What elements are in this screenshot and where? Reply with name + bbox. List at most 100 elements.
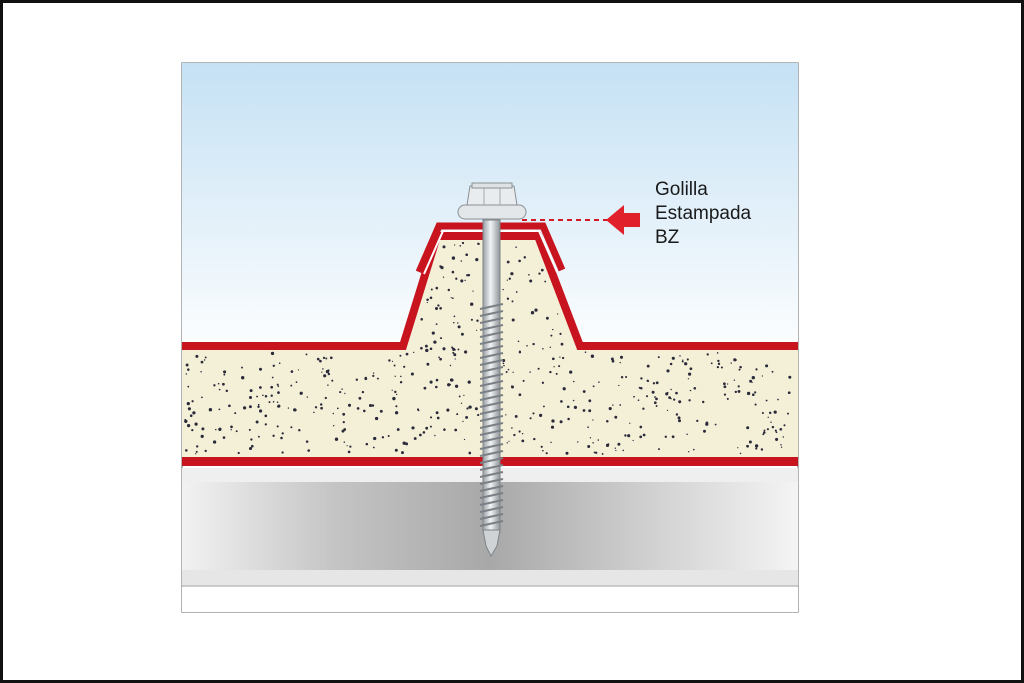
foam-speckle <box>752 393 755 397</box>
foam-speckle <box>619 361 621 364</box>
foam-speckle <box>393 364 396 367</box>
foam-speckle <box>455 277 458 280</box>
foam-speckle <box>396 428 400 431</box>
foam-speckle <box>787 412 789 415</box>
foam-speckle <box>454 358 456 360</box>
foam-speckle <box>505 414 507 416</box>
foam-speckle <box>762 433 765 436</box>
foam-speckle <box>358 396 362 400</box>
foam-speckle <box>755 368 758 371</box>
foam-speckle <box>512 371 514 373</box>
foam-speckle <box>518 393 522 397</box>
foam-speckle <box>394 375 396 377</box>
foam-speckle <box>325 357 328 360</box>
foam-speckle <box>452 297 454 300</box>
foam-speckle <box>511 318 515 322</box>
foam-speckle <box>368 403 373 408</box>
foam-speckle <box>652 382 656 385</box>
foam-speckle <box>454 244 456 246</box>
foam-speckle <box>442 347 446 351</box>
foam-speckle <box>739 365 742 369</box>
foam-speckle <box>780 444 782 446</box>
foam-speckle <box>399 380 403 384</box>
foam-speckle <box>561 356 565 360</box>
screw-thread <box>479 345 504 352</box>
foam-speckle <box>192 411 196 415</box>
foam-speckle <box>678 400 682 404</box>
foam-speckle <box>242 406 247 410</box>
foam-speckle <box>259 367 262 371</box>
foam-speckle <box>230 425 233 429</box>
foam-speckle <box>391 360 394 362</box>
foam-speckle <box>212 440 217 444</box>
foam-speckle <box>225 389 229 393</box>
foam-speckle <box>268 401 271 404</box>
foam-speckle <box>540 445 543 448</box>
screw-thread <box>479 366 504 373</box>
foam-speckle <box>331 379 334 382</box>
foam-speckle <box>693 448 695 451</box>
screw-thread <box>479 520 504 527</box>
foam-speckle <box>737 385 740 388</box>
foam-speckle <box>515 291 518 293</box>
foam-speckle <box>751 376 755 380</box>
foam-speckle <box>259 386 262 389</box>
foam-speckle <box>653 401 657 405</box>
foam-speckle <box>618 384 620 387</box>
foam-speckle <box>185 373 188 375</box>
foam-speckle <box>341 429 345 433</box>
foam-speckle <box>639 435 643 439</box>
foam-speckle <box>442 245 446 249</box>
screw-thread <box>479 478 504 485</box>
foam-speckle <box>413 437 417 440</box>
foam-speckle <box>465 415 469 419</box>
foam-speckle <box>545 316 549 320</box>
foam-speckle <box>336 407 339 410</box>
foam-speckle <box>222 436 226 439</box>
screw-thread <box>479 450 504 457</box>
foam-speckle <box>746 391 751 396</box>
foam-speckle <box>551 357 555 361</box>
foam-speckle <box>513 433 516 437</box>
foam-speckle <box>435 323 438 326</box>
foam-speckle <box>642 433 646 437</box>
foam-speckle <box>327 384 329 386</box>
foam-speckle <box>452 351 455 354</box>
foam-speckle <box>217 382 220 385</box>
foam-speckle <box>449 383 451 386</box>
foam-speckle <box>387 434 390 438</box>
foam-speckle <box>771 425 775 429</box>
foam-speckle <box>201 396 203 399</box>
left-arrow-icon <box>606 205 640 235</box>
foam-speckle <box>514 414 518 418</box>
foam-speckle <box>590 354 595 358</box>
foam-speckle <box>765 399 768 402</box>
foam-speckle <box>339 391 342 394</box>
foam-speckle <box>597 439 600 441</box>
foam-speckle <box>395 405 398 408</box>
foam-speckle <box>457 322 459 324</box>
foam-speckle <box>400 375 402 378</box>
foam-speckle <box>472 290 474 292</box>
screw-thread <box>479 310 504 317</box>
foam-speckle <box>589 437 592 439</box>
foam-speckle <box>765 364 769 368</box>
foam-speckle <box>457 348 460 351</box>
foam-speckle <box>771 370 774 373</box>
foam-speckle <box>305 440 309 443</box>
foam-speckle <box>276 425 279 428</box>
foam-speckle <box>606 420 609 423</box>
foam-speckle <box>558 365 561 368</box>
foam-speckle <box>447 288 451 292</box>
foam-speckle <box>714 423 717 426</box>
foam-speckle <box>539 413 543 417</box>
foam-speckle <box>365 442 369 446</box>
foam-speckle <box>290 384 293 387</box>
foam-speckle <box>403 365 406 368</box>
foam-speckle <box>218 408 221 411</box>
foam-speckle <box>696 419 699 423</box>
foam-speckle <box>200 360 204 364</box>
foam-speckle <box>208 408 213 412</box>
foam-speckle <box>329 356 333 360</box>
foam-speckle <box>314 406 318 409</box>
